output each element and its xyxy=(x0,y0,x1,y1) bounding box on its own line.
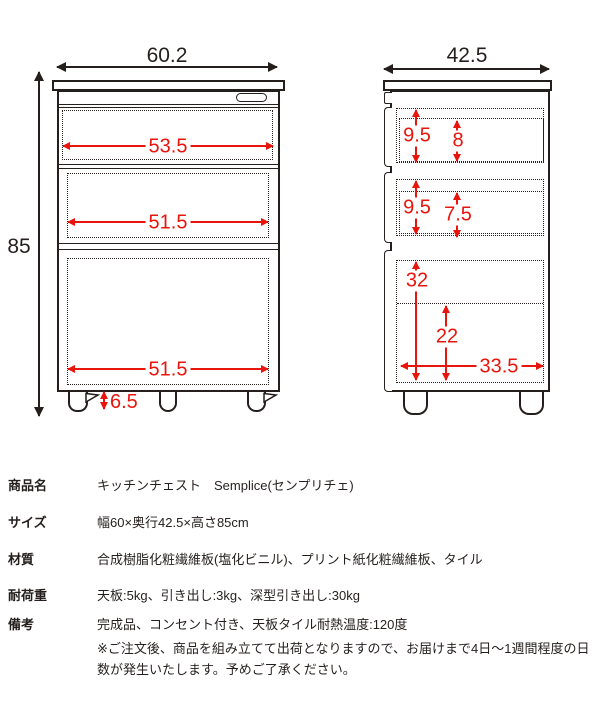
deep-drawer-height-arrow: 32 xyxy=(402,261,432,381)
drawer2-inner-outline xyxy=(67,173,269,238)
divider-drawer2-3 xyxy=(59,243,278,250)
notes-line2: ※ご注文後、商品を組み立てて出荷となりますので、お届けまで4日〜1週間程度の日数… xyxy=(97,641,590,677)
drawer2-front-edge xyxy=(384,172,392,243)
side-drawer2-inner-outline xyxy=(399,191,544,234)
top-drawer-height-arrow: 9.5 xyxy=(400,109,434,163)
drawer3-inner-outline xyxy=(67,258,269,385)
front-height-value: 85 xyxy=(7,235,31,258)
drawer2-width-arrow: 51.5 xyxy=(67,212,269,234)
drawer3-width-arrow: 51.5 xyxy=(67,359,269,381)
front-width-arrow xyxy=(56,62,278,72)
side-depth-arrow xyxy=(383,64,550,74)
side-depth-value: 42.5 xyxy=(446,44,488,67)
spec-value: 完成品、コンセント付き、天板タイル耐熱温度:120度 ※ご注文後、商品を組み立て… xyxy=(97,617,597,680)
handle-groove xyxy=(236,93,267,102)
caster-front-middle xyxy=(159,392,177,412)
front-width-value: 60.2 xyxy=(146,44,188,67)
drawer1-inner-outline xyxy=(62,110,273,160)
deep-drawer-depth-arrow: 33.5 xyxy=(400,356,544,378)
side-drawer3-inner-line xyxy=(397,303,543,304)
top-drawer-height-value: 9.5 xyxy=(400,125,434,147)
caster-brake-lever-left xyxy=(85,392,100,404)
side-drawer3-outline xyxy=(396,260,544,383)
deep-drawer-inner-height-value: 22 xyxy=(432,326,462,348)
notes-line1: 完成品、コンセント付き、天板タイル耐熱温度:120度 xyxy=(97,617,408,632)
top-drawer-inner-height-value: 8 xyxy=(449,130,467,152)
spec-label: 商品名 xyxy=(8,478,48,493)
drawer2-width-value: 51.5 xyxy=(145,212,191,234)
spec-value: 合成樹脂化粧繊維板(塩化ビニル)、プリント紙化粧繊維板、タイル xyxy=(97,552,483,567)
caster-side-back xyxy=(519,392,544,415)
caster-height-arrow xyxy=(100,391,108,410)
spec-label: 備考 xyxy=(8,617,35,632)
side-drawer1-inner-outline xyxy=(399,118,544,162)
deep-drawer-inner-height-arrow: 22 xyxy=(432,305,462,381)
drawer1-width-value: 53.5 xyxy=(145,136,191,158)
top-drawer-inner-height-arrow: 8 xyxy=(449,120,467,162)
front-height-arrow xyxy=(34,71,44,417)
caster-side-front xyxy=(403,392,428,415)
middle-drawer-height-value: 9.5 xyxy=(400,197,434,218)
spec-value: 天板:5kg、引き出し:3kg、深型引き出し:30kg xyxy=(97,588,360,603)
drawer1-top-edge xyxy=(59,107,278,108)
deep-drawer-height-value: 32 xyxy=(402,270,432,292)
spec-value: キッチンチェスト Semplice(センプリチェ) xyxy=(97,478,354,493)
top-rail-line xyxy=(59,104,278,105)
drawer1-width-arrow: 53.5 xyxy=(62,136,274,158)
middle-drawer-inner-height-value: 7.5 xyxy=(441,204,475,226)
caster-height-value: 6.5 xyxy=(110,391,138,413)
top-rail-edge-side xyxy=(384,92,392,104)
drawer1-front-edge xyxy=(384,107,392,167)
spec-label: 材質 xyxy=(8,552,35,567)
spec-label: 耐荷重 xyxy=(8,588,48,603)
spec-label: サイズ xyxy=(8,515,47,530)
drawer3-width-value: 51.5 xyxy=(145,359,191,381)
divider-drawer1-2 xyxy=(59,164,278,169)
drawer3-front-edge xyxy=(384,250,392,392)
middle-drawer-height-arrow: 9.5 xyxy=(400,180,434,235)
deep-drawer-depth-value: 33.5 xyxy=(476,356,522,378)
caster-brake-lever-right xyxy=(263,392,278,404)
spec-value: 幅60×奥行42.5×高さ85cm xyxy=(97,515,249,530)
middle-drawer-inner-height-arrow: 7.5 xyxy=(441,192,475,238)
